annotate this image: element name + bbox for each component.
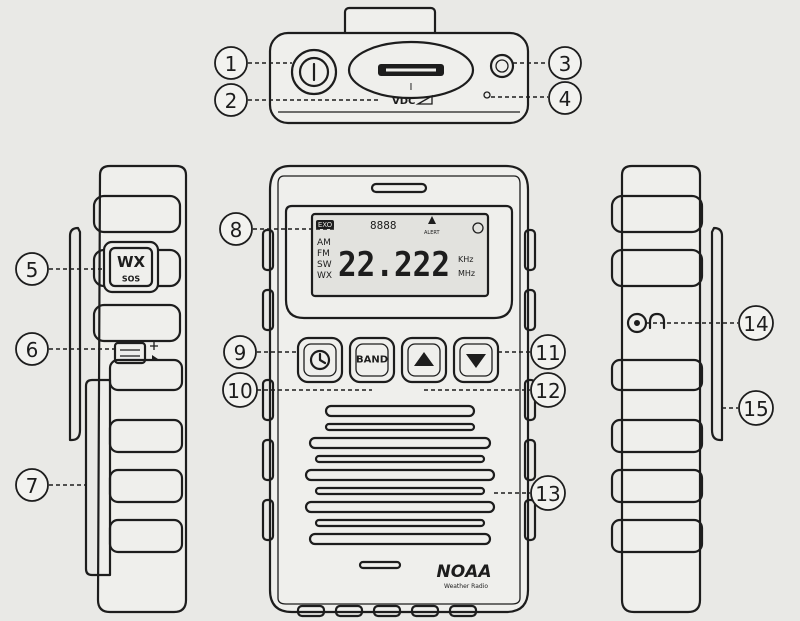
svg-text:8: 8 [230, 218, 243, 242]
lamp-icon [150, 342, 158, 359]
svg-text:12: 12 [535, 379, 560, 403]
up-arrow-icon [414, 352, 434, 366]
lcd-unit-mhz: MHz [458, 269, 475, 278]
callout-4: 4 [548, 81, 582, 115]
callout-8: 8 [219, 212, 253, 246]
svg-text:10: 10 [227, 379, 252, 403]
battery-door [84, 378, 112, 577]
svg-text:11: 11 [535, 341, 560, 365]
band-label: BAND [356, 355, 388, 366]
slider-mark: I [410, 82, 413, 93]
top-panel [268, 31, 530, 125]
logo-subtext: Weather Radio [444, 583, 488, 590]
callout-11: 11 [530, 334, 566, 370]
callout-15: 15 [738, 390, 774, 426]
callout-12: 12 [530, 372, 566, 408]
svg-text:15: 15 [743, 397, 768, 421]
lcd-top-digits: 8888 [370, 219, 397, 232]
callout-7: 7 [15, 468, 49, 502]
svg-text:3: 3 [559, 52, 572, 76]
svg-text:13: 13 [535, 482, 560, 506]
callout-3: 3 [548, 46, 582, 80]
sos-label: SOS [122, 275, 141, 284]
lcd-bezel [284, 204, 514, 320]
svg-text:14: 14 [743, 312, 768, 336]
svg-text:6: 6 [26, 338, 39, 362]
belt-clip-left [68, 226, 82, 442]
antenna-jack [489, 53, 515, 79]
leader-lines [49, 62, 738, 494]
lcd-contents: EXO 8888 ALERT AM FM SW WX 22.222 KHz MH… [316, 216, 484, 285]
lamp-switch [113, 341, 158, 365]
svg-text:4: 4 [559, 87, 572, 111]
lcd-unit-khz: KHz [458, 255, 473, 264]
speaker-grille [304, 404, 496, 570]
front-bottom-bumps [296, 604, 478, 618]
callout-6: 6 [15, 332, 49, 366]
indicator-light [483, 91, 491, 99]
callout-9: 9 [223, 335, 257, 369]
band-button: BAND [348, 336, 396, 384]
up-button [400, 336, 448, 384]
vdc-label: VDC [392, 96, 415, 107]
logo-text: NOAA [437, 562, 492, 582]
svg-text:1: 1 [225, 52, 238, 76]
callout-13: 13 [530, 475, 566, 511]
wx-sos-button: WX SOS [102, 240, 160, 294]
svg-text:9: 9 [234, 341, 247, 365]
wx-label: WX [117, 253, 146, 271]
lcd-band-am: AM [317, 238, 331, 248]
left-side-view: WX SOS [68, 164, 188, 614]
lcd-band-sw: SW [317, 260, 332, 270]
callouts: 1 2 3 4 5 6 7 8 9 10 11 12 13 14 15 [15, 46, 774, 511]
belt-clip-right [710, 226, 724, 442]
front-view: EXO 8888 ALERT AM FM SW WX 22.222 KHz MH… [261, 164, 537, 618]
noaa-logo: NOAA Weather Radio [437, 562, 492, 590]
power-button [290, 48, 338, 96]
callout-10: 10 [222, 372, 258, 408]
down-arrow-icon [466, 354, 486, 368]
top-slot [370, 182, 428, 194]
lcd-frequency: 22.222 [338, 245, 450, 285]
clock-icon [309, 349, 331, 371]
lcd-badge: EXO [318, 221, 333, 229]
callout-5: 5 [15, 252, 49, 286]
callout-1: 1 [214, 46, 248, 80]
slider-housing [347, 40, 475, 100]
top-view: I VDC [268, 6, 530, 125]
lcd-screen [310, 212, 490, 298]
svg-text:7: 7 [26, 474, 39, 498]
lcd-band-fm: FM [317, 249, 330, 259]
lcd-band-wx: WX [317, 271, 332, 281]
callout-2: 2 [214, 83, 248, 117]
headphone-icon [648, 312, 666, 330]
callout-14: 14 [738, 305, 774, 341]
right-side-view [610, 164, 724, 614]
svg-text:2: 2 [225, 89, 238, 113]
clock-button [296, 336, 344, 384]
right-ribs [610, 194, 704, 554]
lcd-alert: ALERT [424, 230, 440, 236]
down-button [452, 336, 500, 384]
svg-text:5: 5 [26, 258, 39, 282]
